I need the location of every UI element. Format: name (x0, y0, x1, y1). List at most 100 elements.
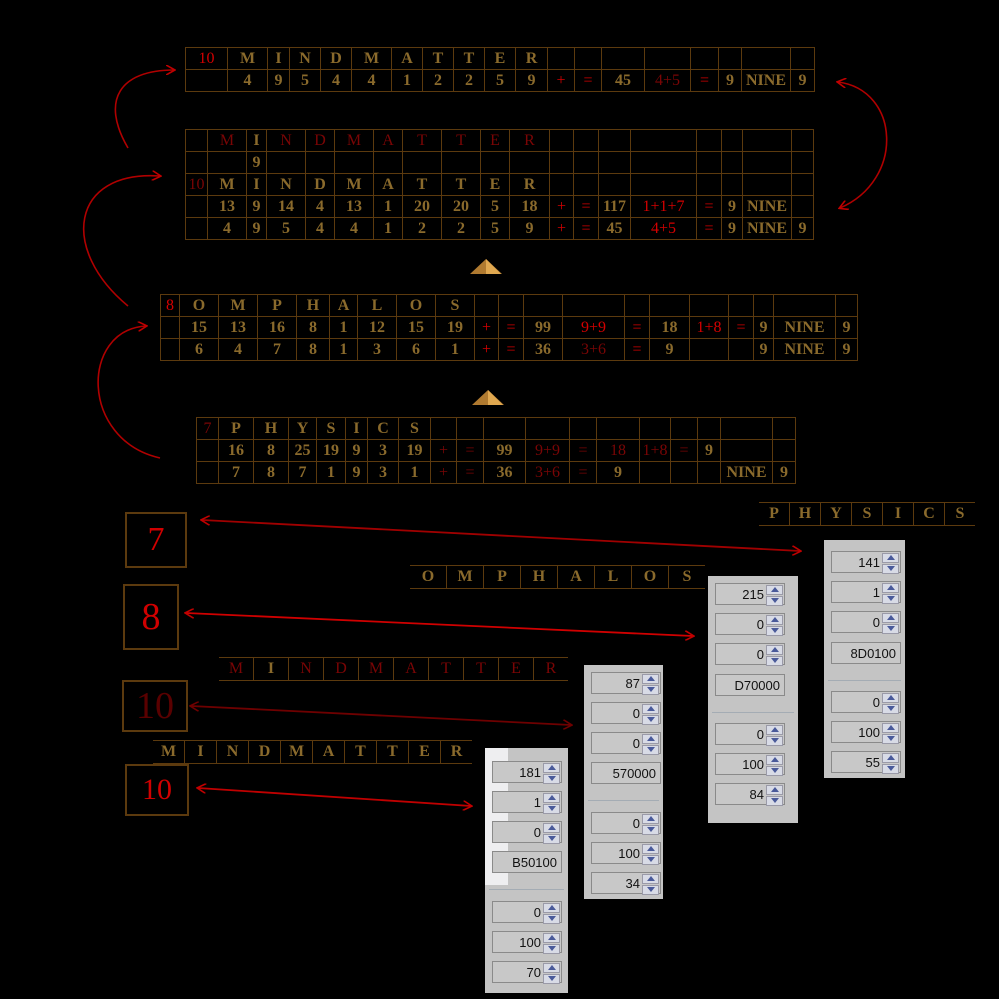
spin-up-arrow-icon[interactable] (543, 903, 560, 913)
spin-down-arrow-icon[interactable] (766, 626, 783, 636)
hex-color-input[interactable]: D70000 (715, 674, 785, 696)
spin-buttons[interactable] (882, 583, 899, 604)
spin-down-arrow-icon[interactable] (766, 796, 783, 806)
spin-buttons[interactable] (882, 723, 899, 744)
spin-up-arrow-icon[interactable] (882, 723, 899, 733)
number-spinbox[interactable]: 0 (591, 732, 661, 755)
spin-down-arrow-icon[interactable] (543, 804, 560, 814)
spin-up-arrow-icon[interactable] (543, 793, 560, 803)
spin-up-arrow-icon[interactable] (642, 874, 659, 884)
number-spinbox[interactable]: 70 (492, 961, 562, 984)
spin-up-arrow-icon[interactable] (543, 823, 560, 833)
number-spinbox[interactable]: 34 (591, 872, 661, 895)
number-spinbox[interactable]: 181 (492, 761, 562, 784)
spin-up-arrow-icon[interactable] (766, 585, 783, 595)
spin-down-arrow-icon[interactable] (543, 834, 560, 844)
number-spinbox[interactable]: 1 (831, 581, 901, 604)
spin-buttons[interactable] (766, 645, 783, 666)
number-spinbox[interactable]: 0 (591, 812, 661, 835)
number-spinbox[interactable]: 1 (492, 791, 562, 814)
spin-up-arrow-icon[interactable] (882, 583, 899, 593)
spin-up-arrow-icon[interactable] (882, 753, 899, 763)
spin-buttons[interactable] (543, 763, 560, 784)
number-spinbox[interactable]: 0 (492, 821, 562, 844)
number-spinbox[interactable]: 0 (715, 723, 785, 746)
spin-up-arrow-icon[interactable] (642, 844, 659, 854)
spin-down-arrow-icon[interactable] (882, 764, 899, 774)
number-spinbox[interactable]: 100 (492, 931, 562, 954)
spin-down-arrow-icon[interactable] (766, 596, 783, 606)
spin-up-arrow-icon[interactable] (543, 763, 560, 773)
spin-buttons[interactable] (543, 823, 560, 844)
spin-up-arrow-icon[interactable] (766, 755, 783, 765)
number-spinbox[interactable]: 0 (831, 611, 901, 634)
spin-down-arrow-icon[interactable] (642, 825, 659, 835)
spin-down-arrow-icon[interactable] (543, 944, 560, 954)
spin-down-arrow-icon[interactable] (642, 745, 659, 755)
spin-up-arrow-icon[interactable] (766, 645, 783, 655)
spin-up-arrow-icon[interactable] (766, 615, 783, 625)
spin-down-arrow-icon[interactable] (642, 715, 659, 725)
spin-buttons[interactable] (882, 613, 899, 634)
spin-down-arrow-icon[interactable] (882, 734, 899, 744)
spin-buttons[interactable] (543, 933, 560, 954)
spin-buttons[interactable] (642, 734, 659, 755)
spin-buttons[interactable] (642, 674, 659, 695)
spin-down-arrow-icon[interactable] (882, 704, 899, 714)
spin-buttons[interactable] (882, 553, 899, 574)
spin-up-arrow-icon[interactable] (766, 725, 783, 735)
spin-buttons[interactable] (642, 874, 659, 895)
spin-buttons[interactable] (766, 585, 783, 606)
number-spinbox[interactable]: 84 (715, 783, 785, 806)
spin-down-arrow-icon[interactable] (642, 685, 659, 695)
number-spinbox[interactable]: 0 (492, 901, 562, 924)
spin-up-arrow-icon[interactable] (766, 785, 783, 795)
spin-buttons[interactable] (642, 704, 659, 725)
number-spinbox[interactable]: 0 (715, 613, 785, 636)
spin-down-arrow-icon[interactable] (642, 885, 659, 895)
spin-buttons[interactable] (543, 793, 560, 814)
spin-up-arrow-icon[interactable] (543, 933, 560, 943)
spin-up-arrow-icon[interactable] (882, 613, 899, 623)
spin-up-arrow-icon[interactable] (642, 734, 659, 744)
spin-buttons[interactable] (642, 814, 659, 835)
number-spinbox[interactable]: 55 (831, 751, 901, 774)
hex-color-input[interactable]: 570000 (591, 762, 661, 784)
spin-buttons[interactable] (543, 963, 560, 984)
number-spinbox[interactable]: 0 (591, 702, 661, 725)
spin-buttons[interactable] (543, 903, 560, 924)
number-spinbox[interactable]: 100 (591, 842, 661, 865)
number-spinbox[interactable]: 100 (831, 721, 901, 744)
spin-buttons[interactable] (882, 693, 899, 714)
spin-down-arrow-icon[interactable] (543, 974, 560, 984)
spin-down-arrow-icon[interactable] (766, 656, 783, 666)
spin-down-arrow-icon[interactable] (642, 855, 659, 865)
spin-buttons[interactable] (766, 725, 783, 746)
spin-down-arrow-icon[interactable] (882, 564, 899, 574)
number-spinbox[interactable]: 0 (715, 643, 785, 666)
spin-down-arrow-icon[interactable] (766, 736, 783, 746)
spin-up-arrow-icon[interactable] (882, 553, 899, 563)
spin-buttons[interactable] (882, 753, 899, 774)
spin-down-arrow-icon[interactable] (882, 594, 899, 604)
spin-up-arrow-icon[interactable] (543, 963, 560, 973)
spin-buttons[interactable] (766, 615, 783, 636)
hex-color-input[interactable]: B50100 (492, 851, 562, 873)
hex-color-input[interactable]: 8D0100 (831, 642, 901, 664)
number-spinbox[interactable]: 0 (831, 691, 901, 714)
spin-buttons[interactable] (766, 755, 783, 776)
spin-up-arrow-icon[interactable] (642, 814, 659, 824)
number-spinbox[interactable]: 215 (715, 583, 785, 606)
spin-buttons[interactable] (766, 785, 783, 806)
number-spinbox[interactable]: 100 (715, 753, 785, 776)
spin-buttons[interactable] (642, 844, 659, 865)
spin-down-arrow-icon[interactable] (543, 914, 560, 924)
number-spinbox[interactable]: 141 (831, 551, 901, 574)
spin-up-arrow-icon[interactable] (642, 704, 659, 714)
spin-down-arrow-icon[interactable] (766, 766, 783, 776)
spin-up-arrow-icon[interactable] (642, 674, 659, 684)
spin-down-arrow-icon[interactable] (543, 774, 560, 784)
number-spinbox[interactable]: 87 (591, 672, 661, 695)
spin-up-arrow-icon[interactable] (882, 693, 899, 703)
spin-down-arrow-icon[interactable] (882, 624, 899, 634)
